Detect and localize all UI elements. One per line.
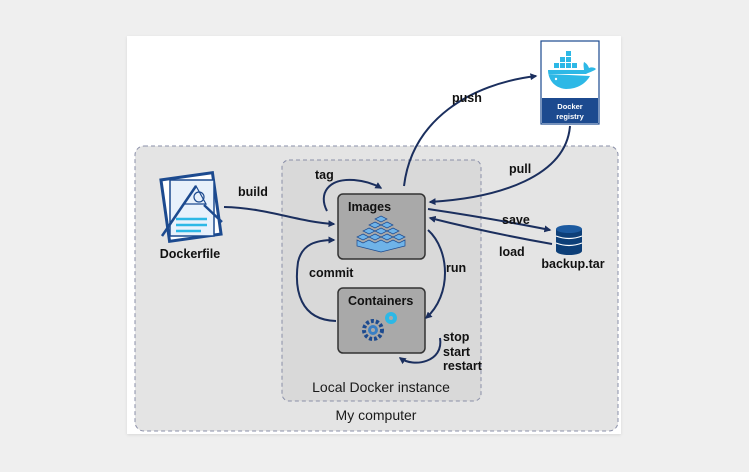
stop-label: stop (443, 330, 470, 344)
backup-node: backup.tar (541, 225, 605, 271)
build-label: build (238, 185, 268, 199)
containers-label: Containers (348, 294, 413, 308)
stop-start-restart-arrow (398, 337, 442, 365)
image-layers-icon (356, 215, 406, 253)
restart-label: restart (443, 359, 483, 373)
commit-label: commit (309, 266, 354, 280)
run-arrow (424, 229, 446, 319)
docker-registry-node: Docker registry (540, 40, 600, 125)
push-arrow (403, 73, 538, 187)
pull-label: pull (509, 162, 531, 176)
load-arrow (428, 215, 553, 245)
load-label: load (499, 245, 525, 259)
tag-label: tag (315, 168, 334, 182)
local-instance-label: Local Docker instance (312, 379, 450, 395)
run-label: run (446, 261, 466, 275)
dockerfile-node: Dockerfile (159, 170, 223, 261)
images-node: Images (337, 193, 426, 260)
start-label: start (443, 345, 471, 359)
registry-label-line1: Docker (557, 102, 583, 111)
push-label: push (452, 91, 482, 105)
gears-icon (362, 312, 397, 341)
commit-arrow (295, 236, 337, 322)
docker-whale-icon (548, 51, 596, 89)
pull-arrow (428, 125, 571, 206)
containers-node: Containers (337, 287, 426, 354)
database-icon (555, 225, 583, 255)
registry-label-line2: registry (556, 112, 584, 121)
images-label: Images (348, 200, 391, 214)
dockerfile-label: Dockerfile (160, 247, 220, 261)
save-label: save (502, 213, 530, 227)
dockerfile-document-icon (159, 170, 223, 244)
backup-label: backup.tar (541, 257, 604, 271)
tag-arrow (322, 178, 383, 212)
build-arrow (223, 206, 336, 228)
save-arrow (427, 208, 552, 233)
my-computer-label: My computer (336, 407, 417, 423)
